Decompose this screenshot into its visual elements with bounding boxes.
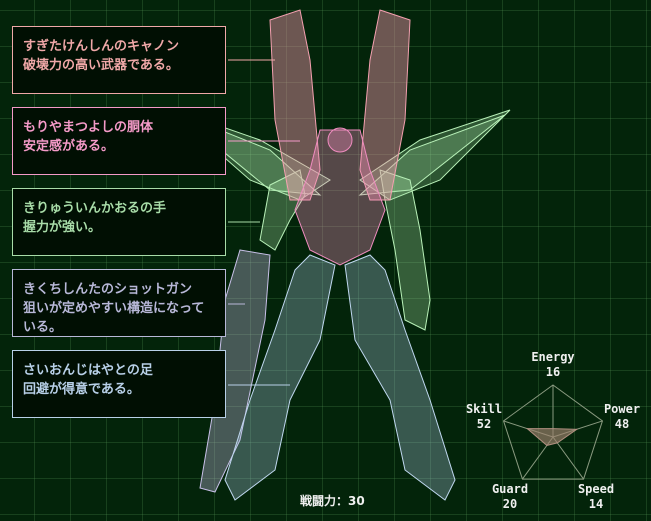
cannon — [269, 9, 411, 201]
part-description-gun: きくちしんたのショットガン 狙いが定めやすい構造になっている。 — [12, 269, 226, 337]
stat-label: Guard — [491, 482, 529, 496]
radar-axis — [552, 436, 584, 480]
part-description-arm: きりゅういんかおるの手 握力が強い。 — [12, 188, 226, 256]
stat-value: 20 — [502, 497, 518, 511]
stat-value: 52 — [476, 417, 492, 431]
radar-outline — [502, 384, 604, 480]
stat-label: Power — [603, 402, 641, 416]
part-description-leg: さいおんじはやとの足 回避が得意である。 — [12, 350, 226, 418]
combat-power: 戦闘力：30 — [300, 494, 365, 508]
stat-value: 14 — [588, 497, 604, 511]
torso — [294, 127, 386, 266]
legs — [224, 254, 456, 501]
part-text: きりゅういんかおるの手 握力が強い。 — [23, 201, 167, 235]
radar-value-area — [525, 428, 579, 446]
part-text: さいおんじはやとの足 回避が得意である。 — [23, 363, 153, 397]
part-description-body: もりやまつよしの胴体 安定感がある。 — [12, 107, 226, 175]
part-text: もりやまつよしの胴体 安定感がある。 — [23, 120, 154, 154]
stat-label: Skill — [465, 402, 503, 416]
part-description-cannon: すぎたけんしんのキャノン 破壊力の高い武器である。 — [12, 26, 226, 94]
stat-value: 48 — [614, 417, 630, 431]
part-text: きくちしんたのショットガン 狙いが定めやすい構造になっている。 — [23, 282, 205, 335]
stat-value: 16 — [545, 365, 561, 379]
leader-lines — [228, 59, 300, 386]
stat-label: Energy — [531, 350, 575, 364]
arm-left — [259, 169, 306, 251]
stat-label: Speed — [577, 482, 615, 496]
part-text: すぎたけんしんのキャノン 破壊力の高い武器である。 — [23, 39, 180, 73]
arm-right — [379, 169, 431, 331]
